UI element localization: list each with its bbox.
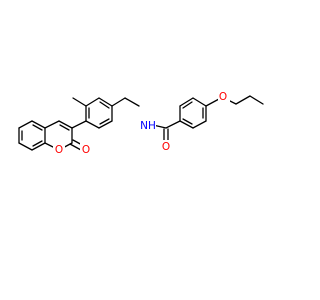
atom-label-o-lactone: O: [82, 144, 90, 156]
bond: [249, 95, 264, 105]
molecule-structure-diagram: NH O O O O: [18, 90, 264, 157]
bond: [58, 120, 73, 129]
bond: [205, 98, 220, 107]
bond: [182, 101, 193, 109]
bond: [111, 97, 126, 107]
bond: [179, 97, 194, 107]
bond: [235, 95, 251, 105]
bond: [182, 118, 193, 125]
bond: [192, 120, 207, 129]
bond: [18, 120, 33, 129]
oxygen-atom-lactone-carbonyl: O: [80, 143, 92, 157]
bond: [165, 120, 181, 129]
bond: [192, 97, 207, 107]
oxygen-atom-ether: O: [218, 90, 230, 104]
bond: [71, 120, 87, 129]
atom-label-nh: NH: [140, 120, 156, 132]
atom-label-o-amide: O: [162, 141, 170, 153]
bond: [179, 120, 194, 129]
atom-label-o-ether: O: [219, 91, 227, 103]
bond: [31, 142, 46, 151]
bond: [98, 97, 113, 107]
bond: [99, 118, 110, 125]
bond: [85, 97, 100, 107]
bond: [32, 124, 43, 131]
atom-label-o-ring: O: [55, 144, 63, 156]
bond: [69, 143, 82, 151]
oxygen-atom-ring: O: [53, 143, 65, 157]
bond: [44, 120, 60, 129]
oxygen-atom-amide-carbonyl: O: [160, 140, 172, 154]
atom-labels: NH O O O O: [53, 90, 230, 157]
bond: [18, 142, 33, 151]
bond: [99, 101, 110, 109]
bond: [72, 97, 87, 107]
bond: [31, 120, 46, 129]
bond: [124, 97, 140, 107]
bond: [32, 140, 43, 147]
nitrogen-atom: NH: [140, 119, 156, 133]
bond: [98, 120, 113, 129]
bond: [59, 124, 70, 131]
bond: [85, 120, 100, 129]
